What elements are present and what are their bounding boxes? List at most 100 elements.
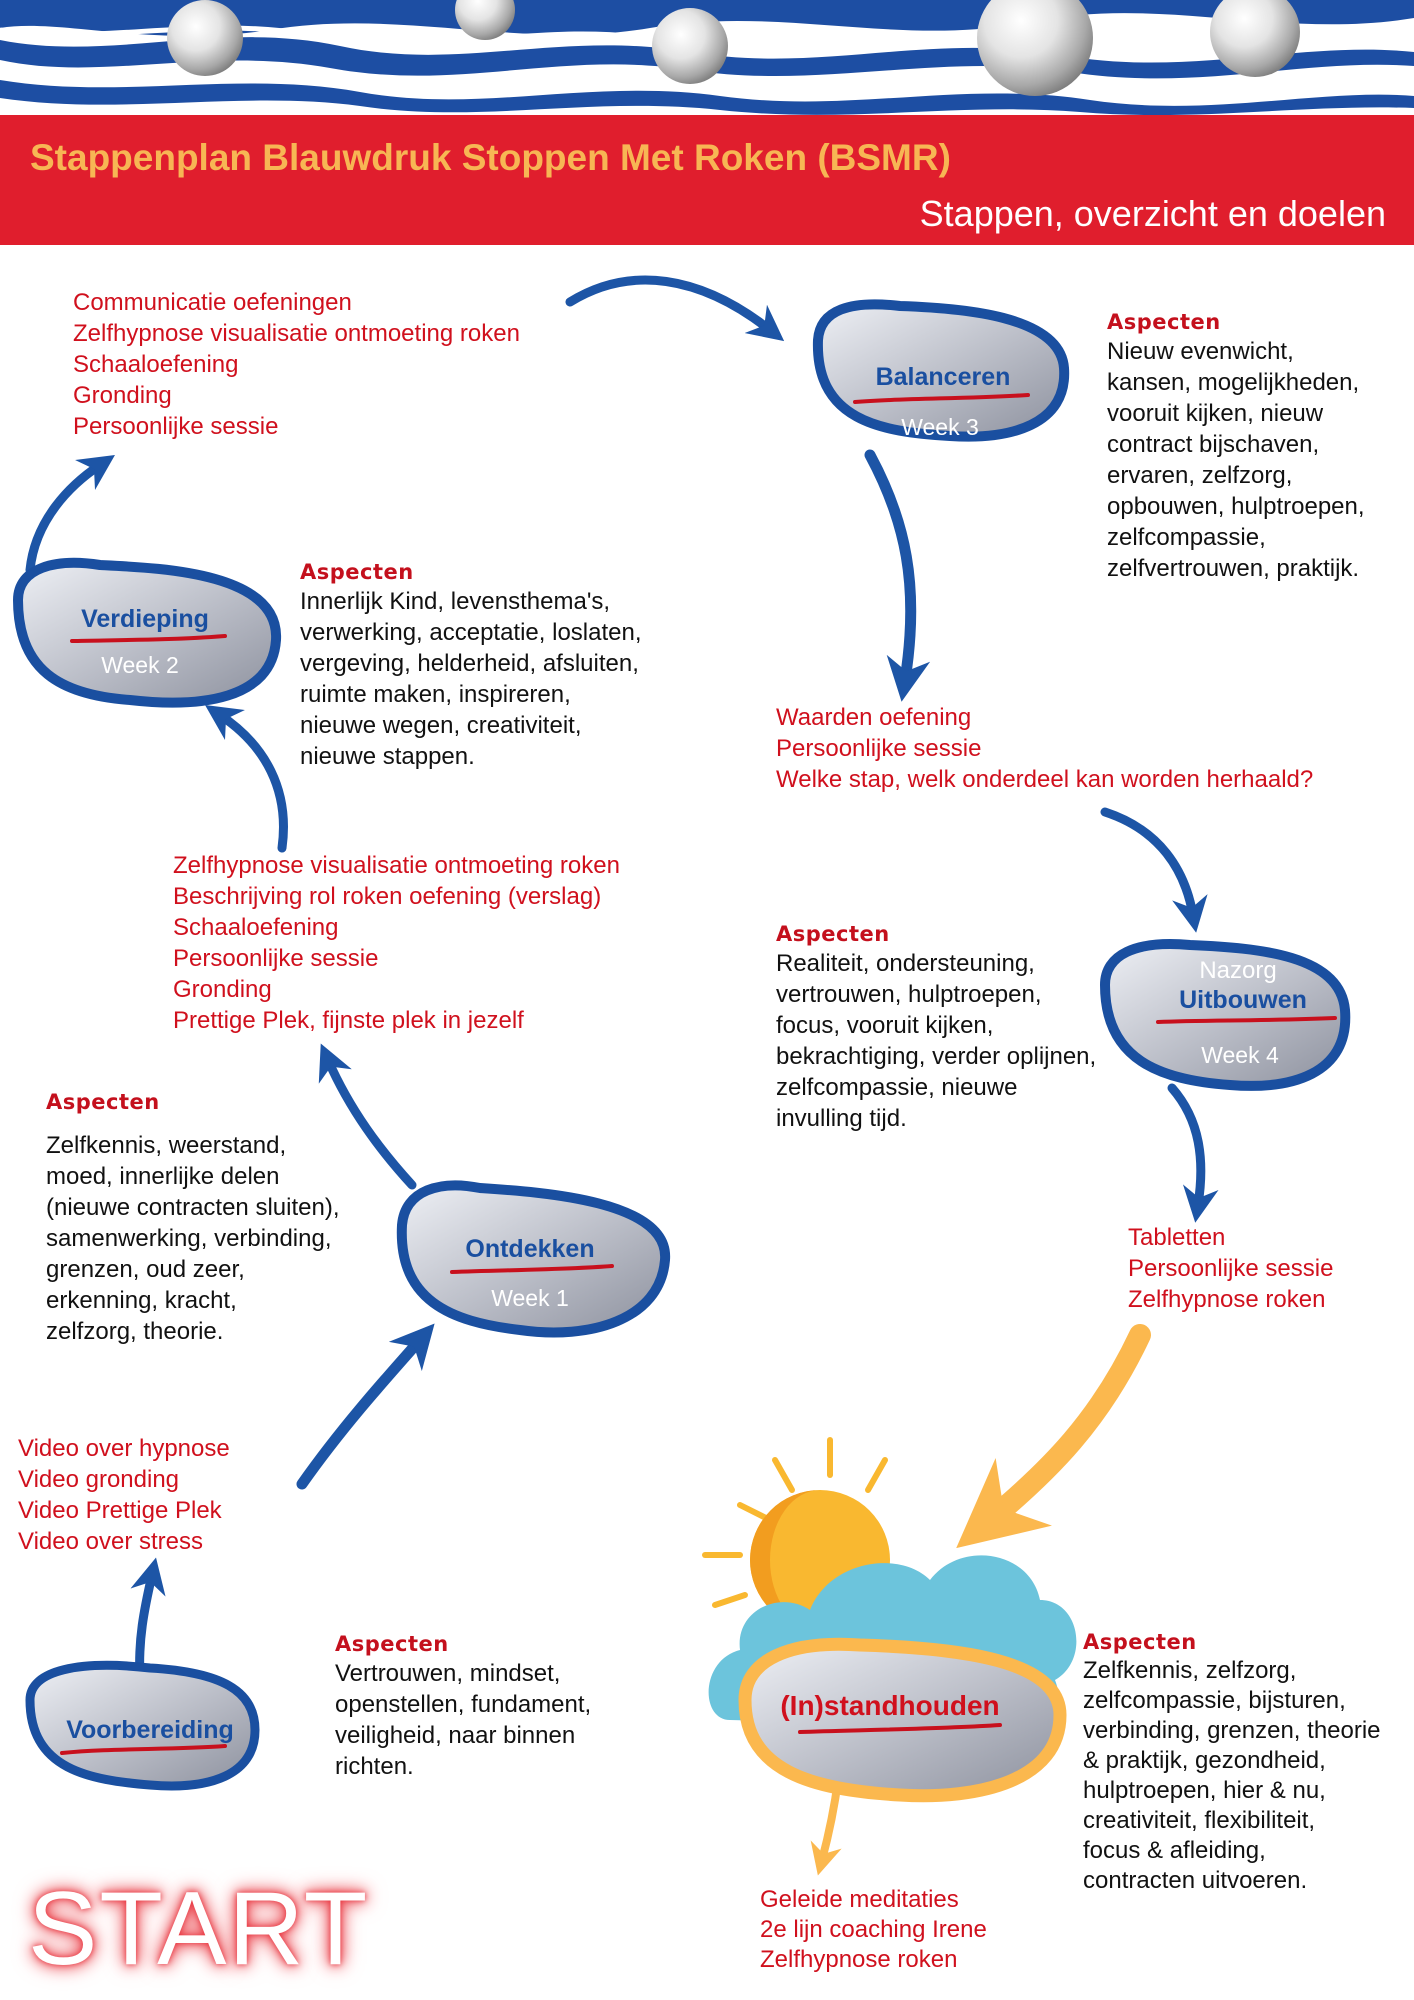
arrow-activities-to-instandhouden — [956, 1324, 1151, 1549]
node-uitbouwen-label: Uitbouwen — [1179, 986, 1307, 1014]
activity-item: 2e lijn coaching Irene — [760, 1916, 987, 1943]
aspect-line: Nieuw evenwicht, — [1107, 338, 1294, 365]
aspect-line: opbouwen, hulptroepen, — [1107, 493, 1365, 520]
activity-item: Video Prettige Plek — [18, 1497, 222, 1524]
activities-after-uitbouwen: Tabletten Persoonlijke sessie Zelfhypnos… — [1128, 1222, 1333, 1315]
aspect-line: contract bijschaven, — [1107, 431, 1320, 458]
aspect-line: zelfcompassie, nieuwe — [776, 1074, 1018, 1101]
arrow-balanceren-to-activities — [864, 449, 931, 702]
aspect-line: nieuwe wegen, creativiteit, — [300, 712, 582, 739]
activity-item: Gronding — [173, 976, 272, 1003]
node-voorbereiding-label: Voorbereiding — [66, 1716, 234, 1744]
aspects-instandhouden: Aspecten Zelfkennis, zelfzorg, zelfcompa… — [1083, 1628, 1381, 1896]
node-ontdekken-label: Ontdekken — [465, 1235, 595, 1263]
activities-after-balanceren: Waarden oefening Persoonlijke sessie Wel… — [776, 702, 1313, 795]
activity-item: Gronding — [73, 382, 172, 409]
aspect-line: verwerking, acceptatie, loslaten, — [300, 619, 642, 646]
page-subtitle: Stappen, overzicht en doelen — [919, 193, 1386, 234]
aspect-line: richten. — [335, 1753, 414, 1780]
aspects-voorbereiding: Aspecten Vertrouwen, mindset, openstelle… — [335, 1630, 591, 1782]
activity-item: Video over hypnose — [18, 1435, 230, 1462]
node-ontdekken-week: Week 1 — [491, 1285, 569, 1311]
hero-decoration — [0, 0, 1414, 115]
node-voorbereiding-shape — [25, 1660, 260, 1791]
activities-after-ontdekken: Zelfhypnose visualisatie ontmoeting roke… — [173, 850, 620, 1036]
aspect-line: samenwerking, verbinding, — [46, 1225, 332, 1252]
aspect-line: invulling tijd. — [776, 1105, 907, 1132]
start-label: START — [28, 1871, 370, 1987]
aspect-line: Zelfkennis, weerstand, — [46, 1132, 287, 1159]
aspects-heading: Aspecten — [776, 922, 890, 946]
node-verdieping-shape — [12, 557, 282, 708]
aspect-line: (nieuwe contracten sluiten), — [46, 1194, 340, 1221]
underline-instandhouden — [798, 1723, 1002, 1734]
aspect-line: bekrachtiging, verder oplijnen, — [776, 1043, 1097, 1070]
activity-item: Geleide meditaties — [760, 1886, 959, 1913]
activity-item: Zelfhypnose visualisatie ontmoeting roke… — [73, 320, 520, 347]
page-title: Stappenplan Blauwdruk Stoppen Met Roken … — [30, 137, 951, 178]
activities-after-instandhouden: Geleide meditaties 2e lijn coaching Iren… — [760, 1885, 987, 1975]
activity-item: Persoonlijke sessie — [776, 735, 982, 762]
activity-item: Waarden oefening — [776, 704, 972, 731]
aspect-line: vertrouwen, hulptroepen, — [776, 981, 1042, 1008]
underline-balanceren — [853, 393, 1030, 404]
aspect-line: creativiteit, flexibiliteit, — [1083, 1807, 1316, 1834]
aspect-line: Innerlijk Kind, levensthema's, — [300, 588, 611, 615]
activity-item: Schaaloefening — [73, 351, 239, 378]
aspect-line: focus & afleiding, — [1083, 1837, 1266, 1864]
activity-item: Zelfhypnose roken — [1128, 1286, 1326, 1313]
node-verdieping-label: Verdieping — [81, 605, 209, 633]
activity-item: Persoonlijke sessie — [1128, 1255, 1334, 1282]
aspect-line: zelfcompassie, bijsturen, — [1083, 1687, 1346, 1714]
aspect-line: focus, vooruit kijken, — [776, 1012, 994, 1039]
aspect-line: kansen, mogelijkheden, — [1107, 369, 1360, 396]
pearl-decoration — [455, 0, 515, 40]
node-balanceren-shape — [812, 299, 1070, 442]
aspect-line: vooruit kijken, nieuw — [1107, 400, 1324, 427]
aspects-uitbouwen: Aspecten Realiteit, ondersteuning, vertr… — [776, 920, 1096, 1134]
activity-item: Video over stress — [18, 1528, 203, 1555]
activity-item: Welke stap, welk onderdeel kan worden he… — [776, 766, 1314, 793]
arrow-videos-to-ontdekken — [296, 1323, 435, 1490]
node-uitbouwen-week: Week 4 — [1201, 1042, 1279, 1068]
activity-item: Prettige Plek, fijnste plek in jezelf — [173, 1007, 524, 1034]
aspects-heading: Aspecten — [335, 1632, 449, 1656]
aspect-line: Zelfkennis, zelfzorg, — [1083, 1657, 1297, 1684]
activity-item: Persoonlijke sessie — [73, 413, 279, 440]
arrow-verdieping-to-activities — [25, 455, 115, 575]
underline-uitbouwen — [1156, 1016, 1337, 1024]
aspect-line: contracten uitvoeren. — [1083, 1867, 1308, 1894]
title-banner: Stappenplan Blauwdruk Stoppen Met Roken … — [0, 115, 1414, 245]
activity-item: Persoonlijke sessie — [173, 945, 379, 972]
aspect-line: zelfcompassie, — [1107, 524, 1266, 551]
aspect-line: erkenning, kracht, — [46, 1287, 237, 1314]
underline-ontdekken — [450, 1264, 614, 1274]
aspects-ontdekken: Aspecten Zelfkennis, weerstand, moed, in… — [46, 1088, 339, 1347]
node-verdieping-week: Week 2 — [101, 652, 179, 678]
aspect-line: veiligheid, naar binnen — [335, 1722, 576, 1749]
aspect-line: hulptroepen, hier & nu, — [1083, 1777, 1326, 1804]
node-uitbouwen-top: Nazorg — [1199, 957, 1277, 984]
pearl-decoration — [977, 0, 1093, 96]
aspect-line: vergeving, helderheid, afsluiten, — [300, 650, 639, 677]
aspects-verdieping: Aspecten Innerlijk Kind, levensthema's, … — [300, 558, 642, 772]
aspect-line: zelfzorg, theorie. — [46, 1318, 224, 1345]
underline-verdieping — [70, 634, 227, 643]
aspect-line: ruimte maken, inspireren, — [300, 681, 571, 708]
activities-videos: Video over hypnose Video gronding Video … — [18, 1433, 230, 1557]
node-ontdekken-shape — [396, 1180, 671, 1338]
pearl-decoration — [652, 8, 728, 84]
aspect-line: Vertrouwen, mindset, — [335, 1660, 561, 1687]
aspect-line: ervaren, zelfzorg, — [1107, 462, 1293, 489]
activity-item: Tabletten — [1128, 1224, 1226, 1251]
aspect-line: grenzen, oud zeer, — [46, 1256, 245, 1283]
arrow-uitbouwen-to-activities — [1167, 1083, 1219, 1223]
aspect-line: verbinding, grenzen, theorie — [1083, 1717, 1381, 1744]
aspects-heading: Aspecten — [300, 560, 414, 584]
activity-item: Schaaloefening — [173, 914, 339, 941]
arrow-ontdekken-to-activities — [318, 1043, 417, 1190]
pearl-decoration — [1210, 0, 1300, 77]
activities-after-verdieping: Communicatie oefeningen Zelfhypnose visu… — [73, 287, 520, 442]
activity-item: Communicatie oefeningen — [73, 289, 352, 316]
